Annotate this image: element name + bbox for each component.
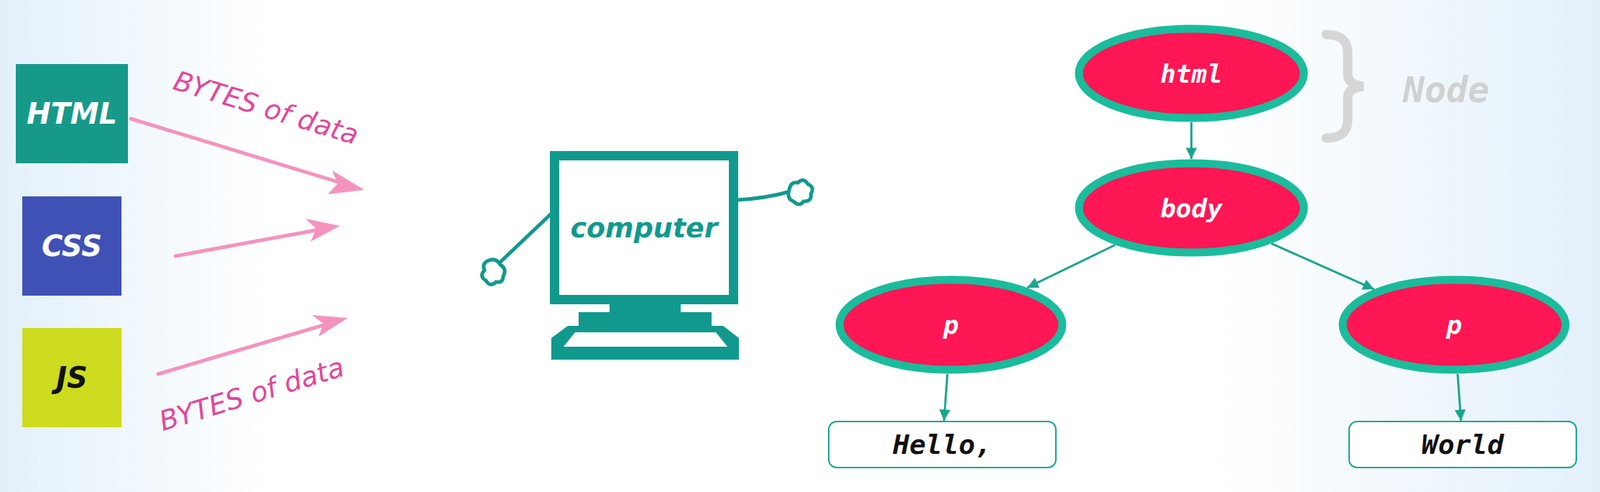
dom-node: html: [1074, 24, 1309, 123]
tree-arrow: [1190, 122, 1193, 159]
node-text: JS: [56, 360, 88, 394]
data-arrow: [130, 118, 365, 374]
node-text: p: [943, 309, 959, 340]
tree-arrow: [1271, 243, 1375, 289]
node-text: HTML: [26, 97, 118, 131]
text-node: Hello,: [828, 420, 1057, 468]
file-box: HTML: [15, 63, 128, 164]
node-text: CSS: [41, 229, 103, 263]
brace: [1326, 34, 1364, 139]
dom-node: p: [1338, 275, 1570, 374]
node-text: body: [1160, 193, 1223, 223]
node-text: World: [1421, 428, 1504, 461]
node-label: Node: [1403, 69, 1490, 111]
text-node: World: [1348, 420, 1577, 468]
tree-arrow: [1457, 373, 1462, 421]
node-text: html: [1160, 58, 1223, 89]
file-box: CSS: [22, 196, 122, 296]
node-text: p: [1446, 309, 1462, 340]
dom-node: body: [1074, 158, 1309, 257]
tree-arrow: [1027, 245, 1115, 288]
file-box: JS: [22, 327, 122, 427]
node-text: computer: [569, 212, 718, 244]
dom-node: p: [835, 275, 1067, 374]
computer-screen: computer: [549, 150, 738, 305]
tree-arrow: [943, 373, 948, 421]
data-label: BYTES of data: [155, 350, 348, 438]
node-text: Hello,: [892, 428, 992, 461]
